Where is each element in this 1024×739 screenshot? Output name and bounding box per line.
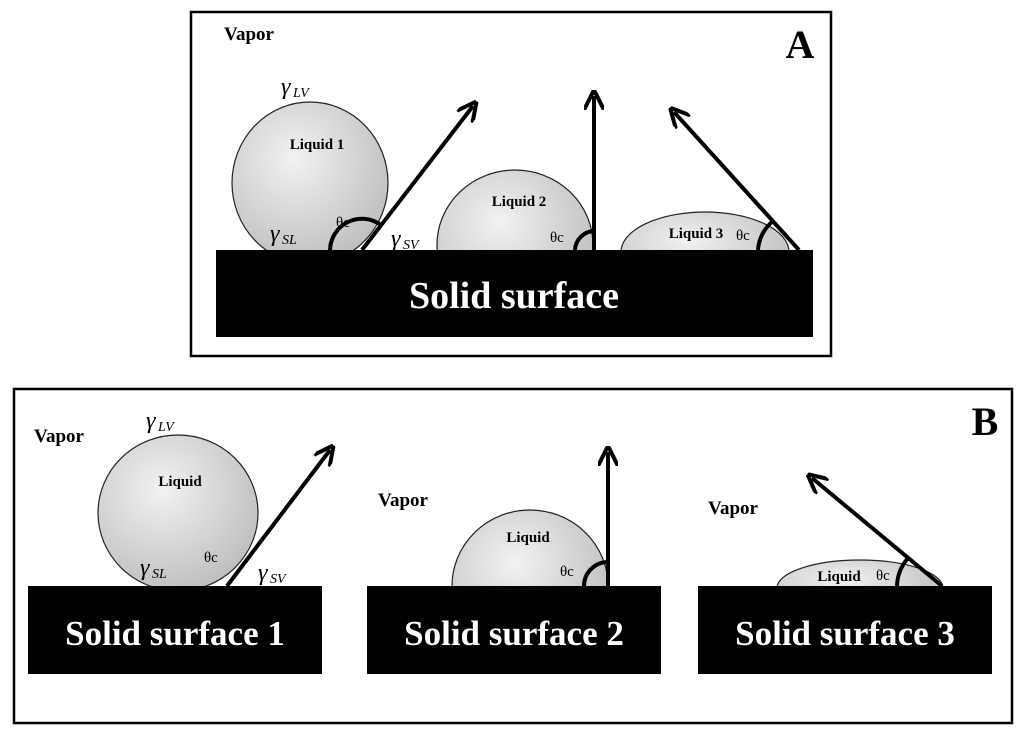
panel-b-tangent-arrow-3	[812, 478, 944, 588]
panel-a-vapor-label: Vapor	[224, 24, 275, 45]
panel-b-letter: B	[972, 399, 999, 444]
liquid-1-angle-arc	[328, 216, 383, 251]
gamma-sl-label: γ SL	[270, 221, 297, 248]
panel-b-theta-label-2: θc	[560, 564, 574, 580]
gamma-lv-label: γ LV	[281, 74, 310, 101]
panel-b: B Vapor Vapor Vapor Solid surface 1 Soli…	[12, 387, 1014, 725]
svg-text:γ: γ	[281, 74, 291, 100]
svg-text:SV: SV	[270, 572, 287, 587]
solid-surface-3-label: Solid surface 3	[735, 614, 955, 653]
panel-b-vapor-label-1: Vapor	[34, 426, 85, 447]
liquid-3-label: Liquid 3	[669, 226, 724, 242]
panel-b-liquid-label-3: Liquid	[817, 569, 861, 585]
liquid-2-theta-label: θc	[550, 230, 564, 246]
panel-b-gamma-sv-label: γ SV	[258, 560, 287, 587]
solid-surface-1	[28, 586, 322, 674]
svg-text:SV: SV	[403, 238, 420, 253]
panel-b-tangent-arrow-1	[225, 450, 330, 588]
panel-b-gamma-sl-label: γ SL	[140, 555, 167, 582]
panel-b-droplet-1	[97, 434, 259, 588]
panel-b-gamma-lv-label: γ LV	[146, 408, 175, 435]
liquid-3-theta-label: θc	[736, 228, 750, 244]
liquid-2-angle-arc	[573, 229, 595, 251]
panel-b-liquid-label-1: Liquid	[158, 474, 202, 490]
solid-surface-2	[367, 586, 661, 674]
svg-text:γ: γ	[146, 408, 156, 434]
svg-text:γ: γ	[140, 555, 150, 581]
panel-b-vapor-label-3: Vapor	[708, 498, 759, 519]
panel-a: A Vapor Solid surface Liquid 1 Liquid 2 …	[189, 10, 833, 358]
liquid-3-tangent-arrow	[674, 112, 801, 252]
gamma-sv-label: γ SV	[391, 226, 420, 253]
panel-b-theta-label-3: θc	[876, 568, 890, 584]
panel-b-liquid-label-2: Liquid	[506, 530, 550, 546]
liquid-3-droplet	[620, 211, 790, 252]
panel-b-theta-label-1: θc	[204, 550, 218, 566]
svg-text:SL: SL	[152, 567, 167, 582]
svg-text:γ: γ	[391, 226, 401, 252]
liquid-1-label: Liquid 1	[290, 137, 345, 153]
svg-text:LV: LV	[157, 420, 175, 435]
panel-b-angle-arc-3	[895, 556, 910, 587]
panel-a-letter: A	[786, 22, 815, 67]
liquid-3-angle-arc	[756, 219, 775, 251]
panel-b-angle-arc-2	[582, 560, 609, 587]
liquid-1-tangent-arrow	[360, 106, 473, 252]
panel-a-surface-label: Solid surface	[409, 275, 619, 317]
solid-surface-1-label: Solid surface 1	[65, 614, 285, 653]
svg-text:LV: LV	[292, 86, 310, 101]
liquid-1-theta-label: θc	[336, 215, 350, 231]
liquid-1-droplet	[231, 101, 389, 252]
liquid-2-label: Liquid 2	[492, 194, 547, 210]
panel-a-solid-surface	[216, 250, 813, 337]
solid-surface-2-label: Solid surface 2	[404, 614, 624, 653]
panel-b-vapor-label-2: Vapor	[378, 490, 429, 511]
svg-text:γ: γ	[270, 221, 280, 247]
svg-text:γ: γ	[258, 560, 268, 586]
svg-text:SL: SL	[282, 233, 297, 248]
solid-surface-3	[698, 586, 992, 674]
